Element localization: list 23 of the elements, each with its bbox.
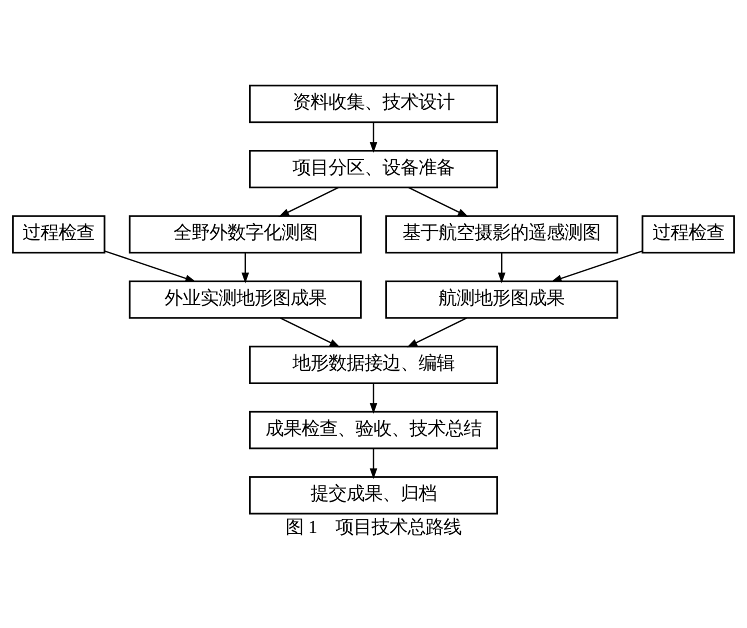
arrow xyxy=(550,250,642,282)
arrow xyxy=(408,186,469,216)
arrow xyxy=(498,252,506,283)
node-box: 外业实测地形图成果 xyxy=(128,280,362,318)
arrow xyxy=(278,186,339,216)
node-box: 提交成果、归档 xyxy=(249,476,498,514)
arrow xyxy=(280,316,340,347)
node-box: 地形数据接边、编辑 xyxy=(249,345,498,384)
arrow xyxy=(370,382,378,414)
caption: 图 1 项目技术总路线 xyxy=(286,516,462,536)
node-box: 资料收集、技术设计 xyxy=(249,84,498,123)
node-box: 过程检查 xyxy=(642,214,735,254)
node-box: 成果检查、验收、技术总结 xyxy=(249,410,498,449)
arrow xyxy=(406,316,467,347)
arrow xyxy=(104,250,196,282)
node-box: 全野外数字化测图 xyxy=(128,214,362,254)
arrow xyxy=(370,122,378,152)
node-box: 项目分区、设备准备 xyxy=(249,149,498,188)
node-box: 过程检查 xyxy=(12,214,106,254)
node-box: 基于航空摄影的遥感测图 xyxy=(385,214,618,254)
arrow xyxy=(242,252,250,283)
arrow xyxy=(370,448,378,479)
node-box: 航测地形图成果 xyxy=(385,280,618,318)
